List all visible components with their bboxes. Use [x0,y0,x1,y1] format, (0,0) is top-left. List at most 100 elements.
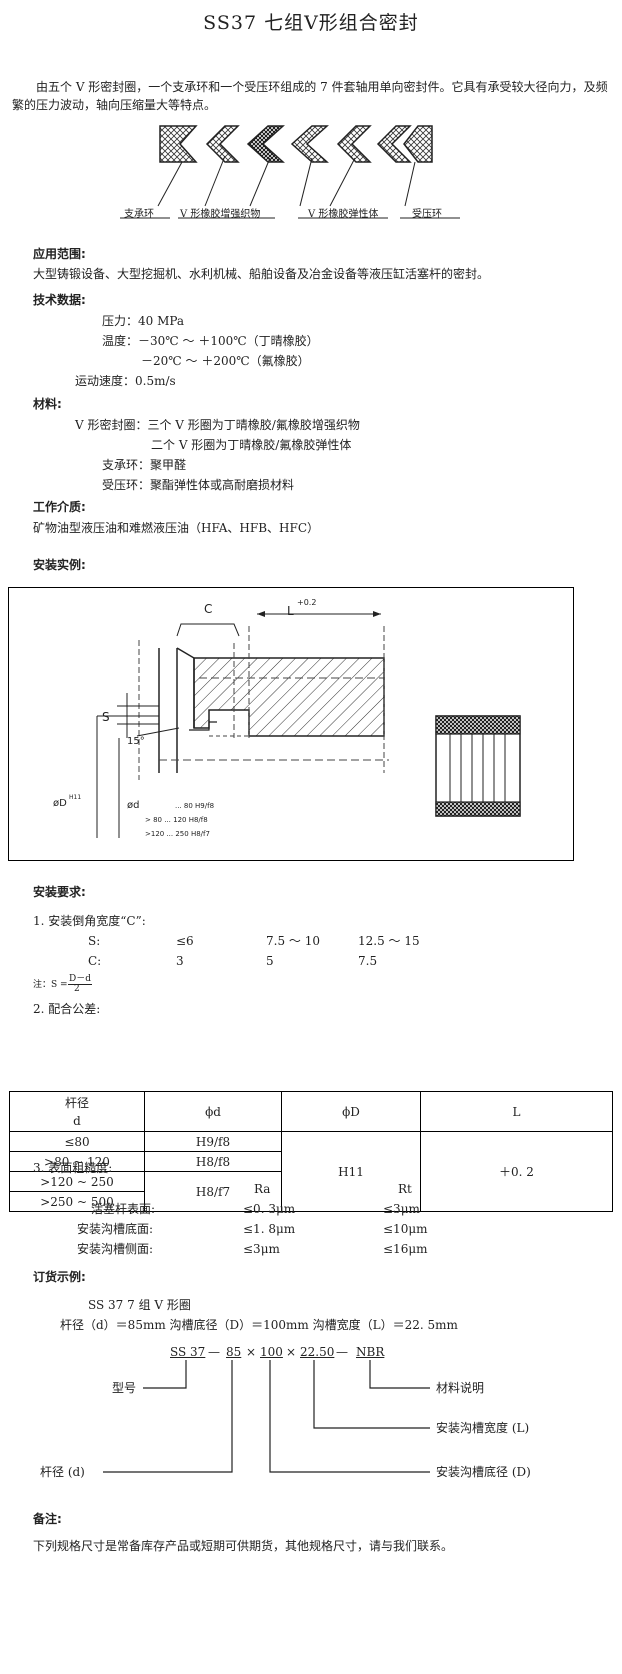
table-cell: >250 ~ 500 [9,1191,145,1212]
roughness-rt: ≤3μm [383,1202,420,1216]
material-v-elastomer: 二个 V 形圈为丁晴橡胶/氟橡胶弹性体 [151,438,352,452]
label-model: 型号 [112,1381,137,1395]
tech-heading: 技术数据: [33,293,86,307]
dim-l-label: L [287,604,294,618]
installation-drawing-frame: C L +0.2 S 15° øD H11 ød ... 80 H9/f8 > … [8,587,574,861]
v-ring-shape [290,125,329,163]
requirements-heading: 安装要求: [33,885,86,899]
pressure-ring-label: 受压环 [412,209,442,220]
application-heading: 应用范围: [33,247,86,261]
label-material: 材料说明 [436,1381,485,1395]
label-width: 安装沟槽宽度 (L) [436,1421,530,1435]
roughness-label: 安装沟槽侧面: [77,1242,154,1256]
seal-set-figure [120,125,460,219]
code-sep: × [286,1345,297,1359]
order-leader-lines [103,1360,430,1473]
install-example-heading: 安装实例: [33,558,86,572]
note-denominator: 2 [74,984,80,994]
v-ring-shape [376,125,412,163]
roughness-ra: ≤0. 3μm [243,1202,296,1216]
tech-temp-fkm: －20℃ ～ ＋200℃（氟橡胶） [141,354,310,368]
fit-line: > 80 ... 120 H8/f8 [145,816,208,824]
s-value: ≤6 [176,934,194,948]
material-support-ring: 支承环：聚甲醛 [102,458,187,472]
table-cell: >80 ~ 120 [9,1151,145,1172]
roughness-rt: ≤10μm [383,1222,428,1236]
c-value: 5 [266,954,274,968]
support-ring-label: 支承环 [124,209,154,220]
media-heading: 工作介质: [33,500,86,514]
code-model: SS 37 [170,1345,206,1359]
angle-label: 15° [127,736,145,747]
code-bore: 100 [260,1345,283,1359]
order-line2: 杆径（d）＝85mm 沟槽底径（D）＝100mm 沟槽宽度（L）＝22. 5mm [60,1318,458,1332]
table-cell-D: H11 [281,1131,421,1212]
materials-heading: 材料: [33,397,62,411]
table-cell-L: ＋0. 2 [420,1131,613,1212]
remarks-text: 下列规格尺寸是常备库存产品或短期可供期货，其他规格尺寸，请与我们联系。 [33,1539,454,1553]
table-cell: H8/f7 [144,1171,282,1212]
material-pressure-ring: 受压环：聚酯弹性体或高耐磨损材料 [102,478,295,492]
v-fabric-label: V 形橡胶增强织物 [180,209,261,220]
tolerance-heading: 2. 配合公差: [33,1002,101,1016]
installation-drawing [96,611,521,838]
media-text: 矿物油型液压油和难燃液压油（HFA、HFB、HFC） [33,521,319,535]
support-ring-shape [159,125,198,163]
code-sep: — [336,1345,348,1359]
note-prefix: 注：S = [33,980,68,990]
v-elastomer-label: V 形橡胶弹性体 [308,209,379,220]
chamfer-heading: 1. 安装倒角宽度“C”: [33,914,146,928]
c-value: 7.5 [358,954,378,968]
table-cell: ≤80 [9,1131,145,1152]
code-rod: 85 [226,1345,242,1359]
c-value: 3 [176,954,184,968]
tech-temp-nbr: 温度：－30℃ ～ ＋100℃（丁晴橡胶） [102,334,319,348]
dim-rod-label: ød [127,800,140,811]
table-cell: H9/f8 [144,1131,282,1152]
remarks-heading: 备注: [33,1512,62,1526]
v-ring-shape [205,125,240,163]
code-material: NBR [356,1345,385,1359]
label-rod: 杆径 (d) [40,1465,85,1479]
note-numerator: D－d [68,971,92,985]
application-text: 大型铸锻设备、大型挖掘机、水利机械、船舶设备及冶金设备等液压缸活塞杆的密封。 [33,267,490,281]
tech-speed: 运动速度：0.5m/s [75,374,176,388]
dim-c-label: C [204,602,213,616]
c-row-label: C: [88,954,102,968]
tech-pressure: 压力：40 MPa [102,314,185,328]
page-title: SS37 七组V形组合密封 [203,12,419,34]
roughness-label: 活塞杆表面: [91,1202,156,1216]
table-cell: H8/f8 [144,1151,282,1172]
roughness-rt: ≤16μm [383,1242,428,1256]
code-sep: — [208,1345,220,1359]
v-ring-shape [246,125,285,163]
header-d: ϕd [144,1091,282,1132]
code-width: 22.50 [300,1345,335,1359]
ra-header: Ra [254,1182,271,1196]
s-row-label: S: [88,934,101,948]
roughness-ra: ≤3μm [243,1242,280,1256]
roughness-label: 安装沟槽底面: [77,1222,154,1236]
dim-bore-label: øD [53,798,67,809]
pressure-ring-shape [403,125,433,163]
rt-header: Rt [398,1182,412,1196]
s-value: 12.5 ～ 15 [358,934,420,948]
dim-l-tolerance: +0.2 [297,598,317,607]
roughness-heading: 3. 表面粗糙度: [33,1161,113,1175]
intro-paragraph: 由五个 V 形密封圈，一个支承环和一个受压环组成的 7 件套轴用单向密封件。它具… [12,80,608,112]
label-bottom: 安装沟槽底径 (D) [436,1465,531,1479]
dim-bore-tolerance: H11 [69,794,82,801]
header-D: ϕD [281,1091,421,1132]
code-sep: × [246,1345,257,1359]
s-value: 7.5 ～ 10 [266,934,320,948]
material-v-fabric: V 形密封圈：三个 V 形圈为丁晴橡胶/氟橡胶增强织物 [75,418,360,432]
fit-line: >120 ... 250 H8/f7 [145,830,210,838]
dim-s-label: S [102,710,110,724]
order-line1: SS 37 7 组 V 形圈 [88,1298,191,1312]
order-heading: 订货示例: [33,1270,86,1284]
roughness-ra: ≤1. 8μm [243,1222,296,1236]
fit-line: ... 80 H9/f8 [175,802,215,810]
v-ring-shape [336,125,372,163]
